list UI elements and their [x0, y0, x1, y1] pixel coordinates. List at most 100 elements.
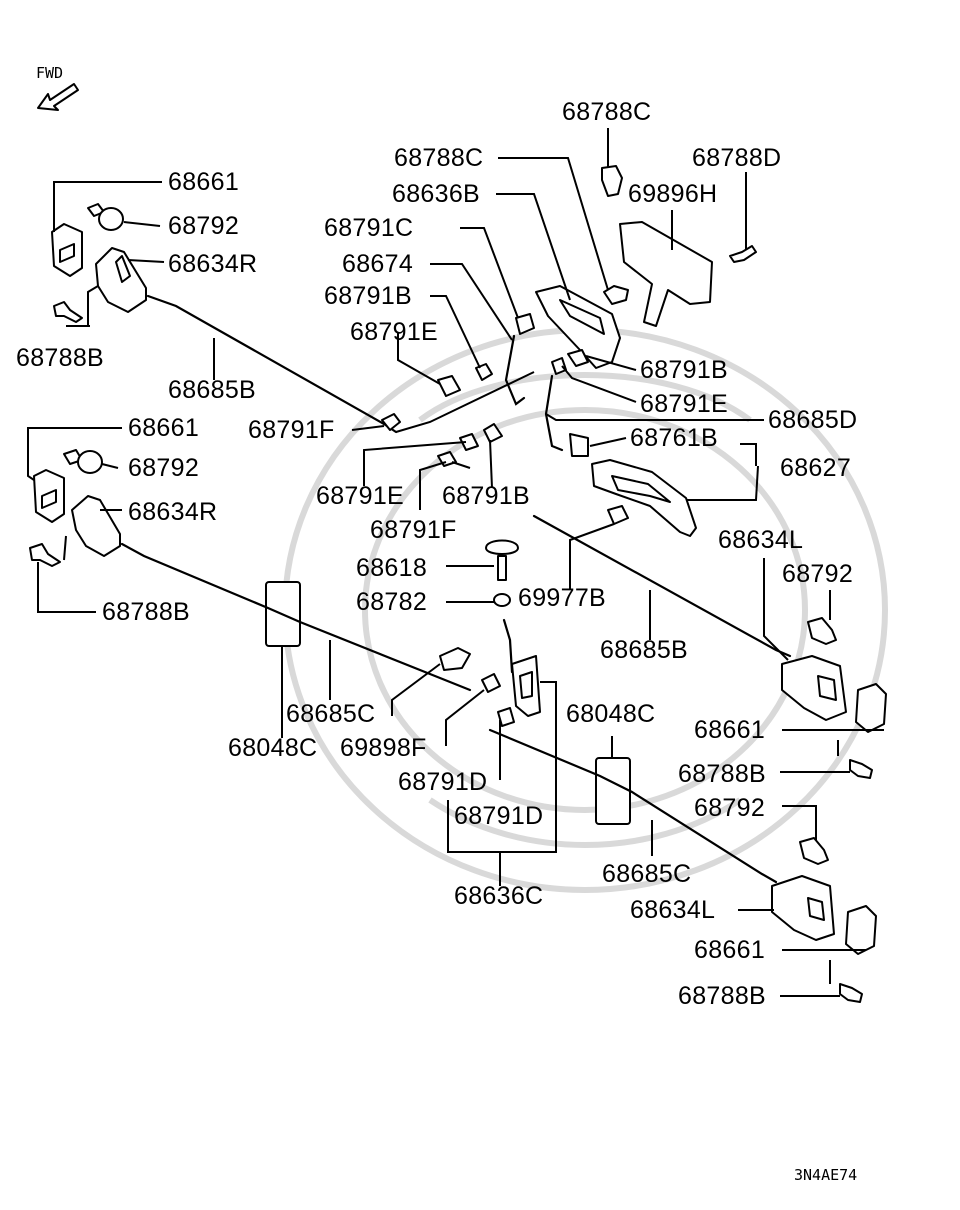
screw-lower-left	[29, 543, 61, 567]
latch-upper-left	[95, 247, 147, 313]
bushing-upper-left	[98, 207, 124, 231]
callout-68791D-a: 68791D	[398, 768, 487, 796]
callout-68791E-right: 68791E	[640, 390, 728, 418]
ring-68782	[493, 593, 511, 607]
callout-68788B-ur: 68788B	[678, 760, 766, 788]
callout-68685B-right: 68685B	[600, 636, 688, 664]
inside-handle-68627	[591, 459, 697, 537]
callout-68634L-upper: 68634L	[718, 526, 803, 554]
clip-68791E-lower	[459, 433, 479, 451]
bracket-68661-lower	[845, 905, 877, 955]
grommet-68761B	[569, 433, 589, 457]
callout-68661-ul: 68661	[168, 168, 239, 196]
callout-68634L-lower: 68634L	[630, 896, 715, 924]
callout-68788B-ul: 68788B	[16, 344, 104, 372]
rod-68674	[504, 334, 526, 406]
clip-68791F-upper	[381, 413, 401, 431]
clip-68791C	[515, 313, 535, 335]
callout-68788C: 68788C	[394, 144, 483, 172]
callout-68792-ll: 68792	[128, 454, 199, 482]
clip-68791B-lower	[483, 423, 503, 443]
bolt-68788D	[729, 245, 757, 263]
bracket-68661-upper	[855, 683, 887, 733]
fwd-indicator: FWD	[36, 64, 79, 111]
callout-68791E-lower: 68791E	[316, 482, 404, 510]
callout-68685C-left: 68685C	[286, 700, 375, 728]
callout-68791E-upper: 68791E	[350, 318, 438, 346]
callout-68788D: 68788D	[692, 144, 781, 172]
screw-upper-left	[53, 301, 83, 323]
callout-68048C-left: 68048C	[228, 734, 317, 762]
guide-line-center	[395, 371, 535, 433]
callout-68792-lr: 68792	[694, 794, 765, 822]
callout-68788C-top: 68788C	[562, 98, 651, 126]
callout-68634R-ul: 68634R	[168, 250, 257, 278]
bushing-lower-left	[77, 450, 103, 474]
rod-68685B-upper	[146, 294, 398, 434]
callout-68618: 68618	[356, 554, 427, 582]
callout-68791F-ul: 68791F	[248, 416, 335, 444]
fastener-69898F	[439, 647, 471, 671]
rod-lower-lever	[502, 618, 514, 674]
bolt-68788C	[601, 165, 623, 197]
callout-68791B-right: 68791B	[640, 356, 728, 384]
rod-68685C-upper	[120, 542, 472, 692]
latch-68634L-upper	[781, 655, 847, 721]
callout-68788B-lr: 68788B	[678, 982, 766, 1010]
wire-small	[451, 461, 471, 469]
callout-68791B-upper: 68791B	[324, 282, 412, 310]
rod-68685C-lower	[488, 728, 778, 884]
callout-68661-ll: 68661	[128, 414, 199, 442]
callout-69898F: 69898F	[340, 734, 427, 762]
damper-68048C-right	[595, 757, 631, 825]
callout-68791F-lower: 68791F	[370, 516, 457, 544]
leader-lines	[27, 128, 884, 997]
bolt-68792-lower	[799, 837, 829, 865]
callout-68627: 68627	[780, 454, 851, 482]
callout-68634R-ll: 68634R	[128, 498, 217, 526]
parts	[29, 165, 887, 1003]
lever-assembly-center	[535, 285, 621, 369]
fwd-label: FWD	[36, 64, 63, 82]
callout-68636C: 68636C	[454, 882, 543, 910]
clip-68791E-upper	[437, 375, 461, 397]
callout-68791C: 68791C	[324, 214, 413, 242]
latch-68634L-lower	[771, 875, 835, 941]
callout-68661-ur: 68661	[694, 716, 765, 744]
callout-68685B-ul: 68685B	[168, 376, 256, 404]
callout-68792-ul: 68792	[168, 212, 239, 240]
callout-69977B: 69977B	[518, 584, 606, 612]
callout-68791B-lower: 68791B	[442, 482, 530, 510]
callout-68685D: 68685D	[768, 406, 857, 434]
lever-68636C	[511, 655, 541, 717]
drawing-code: 3N4AE74	[794, 1166, 857, 1184]
knob-68618	[485, 539, 519, 581]
bolt-68792-upper	[807, 617, 837, 645]
callout-68674: 68674	[342, 250, 413, 278]
screw-68788B-right-upper	[849, 759, 873, 779]
callout-68685C-right: 68685C	[602, 860, 691, 888]
callout-68761B: 68761B	[630, 424, 718, 452]
callout-68636B: 68636B	[392, 180, 480, 208]
callout-68048C-right: 68048C	[566, 700, 655, 728]
bracket-69896H	[619, 221, 713, 327]
callout-68782: 68782	[356, 588, 427, 616]
latch-lower-left	[71, 495, 121, 557]
clip-68791E-right	[551, 357, 567, 375]
rod-68685D	[544, 374, 564, 452]
striker-bracket-upper-left	[51, 223, 83, 277]
bolt-68788C-lower	[603, 285, 629, 305]
callout-68788B-ll: 68788B	[102, 598, 190, 626]
callout-68661-lr: 68661	[694, 936, 765, 964]
callout-labels: 68788C 68788C 68788D 68636B 69896H 68791…	[16, 98, 857, 1010]
clip-68791B-right	[567, 349, 589, 367]
callout-68792-ur: 68792	[782, 560, 853, 588]
clip-68791D-a	[481, 673, 501, 693]
screw-68788B-right-lower	[839, 983, 863, 1003]
callout-69896H: 69896H	[628, 180, 717, 208]
callout-68791D-b: 68791D	[454, 802, 543, 830]
rod-68685B-lower	[532, 514, 792, 658]
striker-bracket-lower-left	[33, 469, 65, 523]
fwd-arrow-icon	[37, 83, 79, 111]
